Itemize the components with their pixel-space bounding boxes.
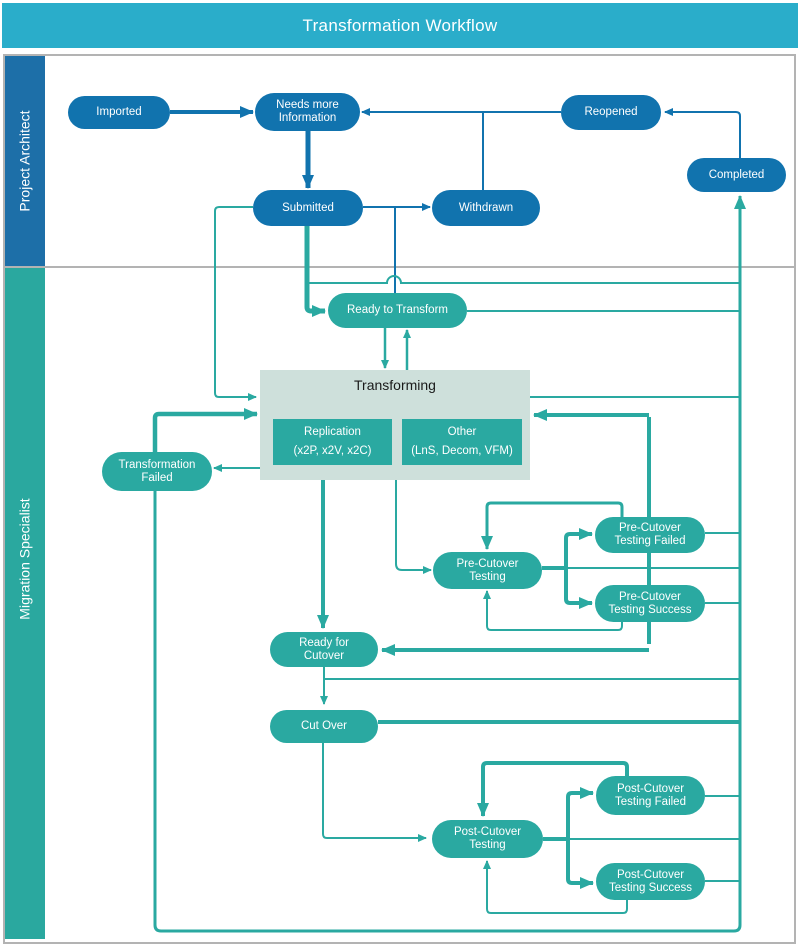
edge-postcutsuccess-to-postcuttesting [483,860,628,914]
page-title: Transformation Workflow [302,15,498,35]
node-post-cutover-testing: Post-Cutover Testing [432,820,543,858]
node-ready-for-cutover: Ready for Cutover [270,632,378,667]
node-transformation-failed: Transformation Failed [102,452,212,491]
edge-precuttesting-to-failed [564,528,593,568]
lane-project-architect: Project Architect [5,56,45,266]
diagram-frame [3,54,796,944]
edge-transforming-to-precuttesting [395,480,432,574]
node-pre-cutover-testing: Pre-Cutover Testing [433,552,542,589]
edge-precuttesting-to-success [564,568,593,609]
diagram-title-bar: Transformation Workflow [2,3,798,48]
edge-bottom-rail-to-completed [153,195,746,933]
edge-branch-to-right-rail [307,275,740,284]
node-pre-cutover-testing-success: Pre-Cutover Testing Success [595,585,705,622]
node-imported: Imported [68,96,170,129]
node-reopened: Reopened [561,95,661,130]
node-completed: Completed [687,158,786,192]
node-ready-to-transform: Ready to Transform [328,293,467,328]
edge-submitted-to-readytotransform-teal [304,226,326,317]
subbox-replication: Replication (x2P, x2V, x2C) [273,419,392,465]
edge-precutsuccess-to-precuttesting [483,590,623,631]
node-post-cutover-testing-success: Post-Cutover Testing Success [596,863,705,900]
edge-completed-to-reopened [664,108,741,158]
edge-cutover-to-postcuttesting [322,743,427,842]
node-submitted: Submitted [253,190,363,226]
edge-submitted-to-transforming [214,206,257,401]
node-withdrawn: Withdrawn [432,190,540,226]
edge-precutfailed-to-precuttesting [481,501,624,550]
lane-divider [3,266,794,268]
node-post-cutover-testing-failed: Post-Cutover Testing Failed [596,776,705,815]
edge-postcuttesting-to-failed [566,787,594,839]
edge-postcuttesting-to-success [566,839,594,889]
edge-postcutfailed-to-postcuttesting [477,761,629,817]
lane-migration-specialist: Migration Specialist [5,268,45,939]
edge-transformationfailed-to-transforming [152,408,258,452]
transforming-group-title: Transforming [354,377,436,393]
edges-blue [170,106,741,293]
edges-teal [152,195,746,933]
subbox-other: Other (LnS, Decom, VFM) [402,419,522,465]
node-needs-more-information: Needs more Information [255,93,360,131]
node-pre-cutover-testing-failed: Pre-Cutover Testing Failed [595,517,705,553]
node-cut-over: Cut Over [270,710,378,743]
